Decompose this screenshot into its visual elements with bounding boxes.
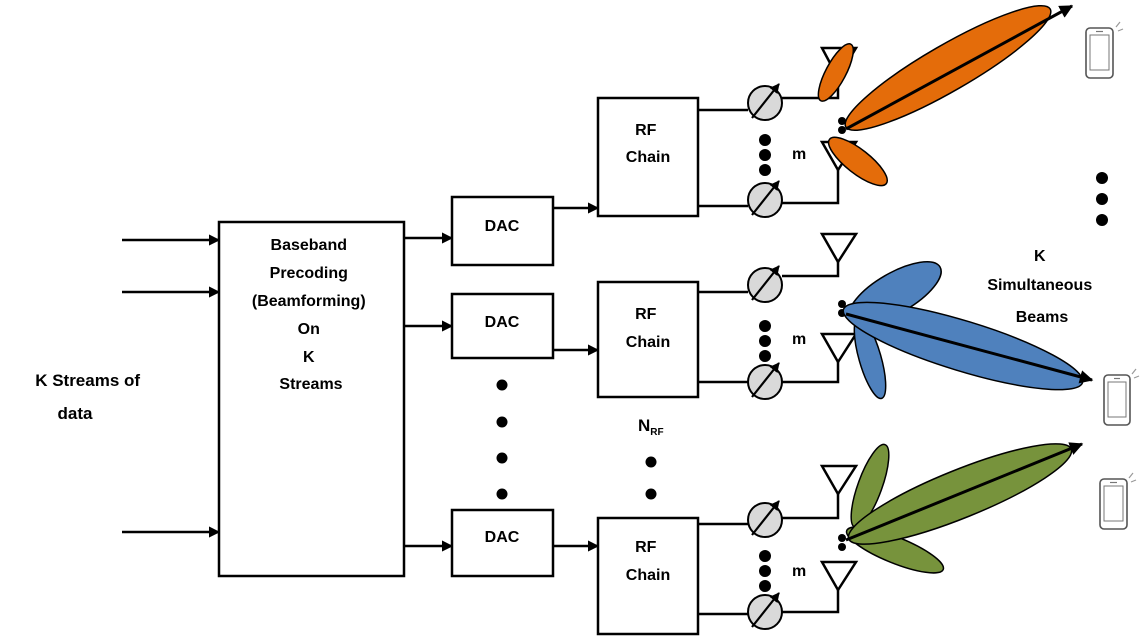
dac-ellipsis: [496, 379, 508, 500]
phone-icon: [1085, 21, 1124, 79]
phase-shifter-icon: [747, 180, 783, 218]
input-streams-label: K Streams of data: [35, 371, 145, 423]
rf-chain-label-1: RF Chain: [626, 122, 670, 166]
precoder-label: Baseband Precoding (Beamforming) On K St…: [252, 237, 370, 393]
m-label-2: m: [792, 331, 806, 348]
phase-shifter-ellipsis: [759, 550, 771, 592]
dac-block-3: [450, 508, 555, 578]
dac-label-2: DAC: [485, 314, 520, 331]
beams-label: K Simultaneous Beams: [987, 248, 1096, 326]
phase-shifter-icon: [747, 265, 783, 303]
phone-icon: [1099, 472, 1137, 530]
phase-shifter-icon: [747, 592, 783, 630]
rf-chain-block-3: [596, 516, 700, 636]
m-label-1: m: [792, 146, 806, 163]
antenna-icon: [819, 464, 859, 497]
nrf-label: NRF: [638, 416, 664, 438]
beams-ellipsis: [1096, 172, 1108, 226]
rf-chain-ellipsis: [645, 456, 657, 500]
phone-icon: [1103, 368, 1140, 426]
beam-lobes-1: [817, 4, 1074, 187]
phase-shifter-icon: [747, 500, 783, 538]
antenna-icon: [819, 560, 859, 593]
dac-block-1: [450, 195, 555, 267]
antenna-ellipsis: [838, 117, 846, 134]
phase-shifter-ellipsis: [759, 320, 771, 362]
rf-chain-block-2: [596, 280, 700, 399]
phase-shifter-ellipsis: [759, 134, 771, 176]
antenna-ellipsis: [838, 534, 846, 551]
antenna-group-2: m: [698, 232, 1094, 400]
dac-label-1: DAC: [485, 218, 520, 235]
antenna-icon: [819, 232, 859, 265]
dac-label-3: DAC: [485, 529, 520, 546]
antenna-group-3: m: [698, 442, 1084, 630]
beam-lobes-2: [842, 261, 1094, 400]
phase-shifter-icon: [747, 83, 783, 121]
baseband-precoding-block: [217, 220, 406, 578]
phase-shifter-icon: [747, 362, 783, 400]
dac-block-2: [450, 292, 555, 360]
rf-chain-label-3: RF Chain: [626, 539, 670, 584]
rf-chain-label-2: RF Chain: [626, 306, 670, 351]
m-label-3: m: [792, 563, 806, 580]
antenna-icon: [819, 332, 859, 365]
rf-chain-block-1: [596, 96, 700, 218]
beam-lobes-3: [845, 442, 1084, 574]
antenna-group-1: m: [698, 4, 1074, 218]
